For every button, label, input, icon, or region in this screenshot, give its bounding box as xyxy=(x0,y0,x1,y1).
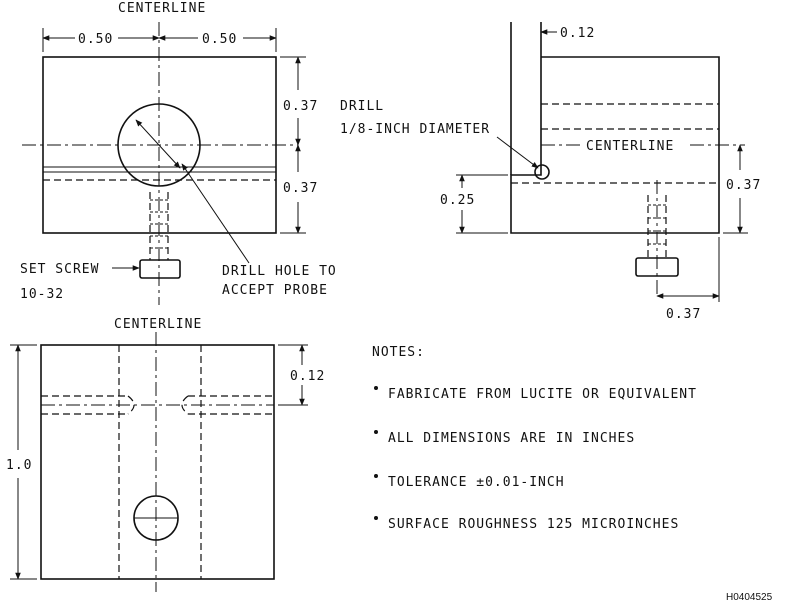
dim-right-half: 0.50 xyxy=(202,32,237,47)
drill-hole-circle xyxy=(534,164,550,180)
dim-side-right-height: 0.37 xyxy=(726,178,761,193)
drill-label-2: 1/8-INCH DIAMETER xyxy=(340,122,490,137)
set-screw-label: SET SCREW xyxy=(20,262,99,277)
note-item: TOLERANCE ±0.01-INCH xyxy=(388,475,565,490)
set-screw-thread-hidden xyxy=(149,192,169,260)
dim-lower-height: 0.37 xyxy=(283,181,318,196)
side-view-body xyxy=(510,56,720,234)
note-item: SURFACE ROUGHNESS 125 MICROINCHES xyxy=(388,517,679,532)
centerline-top-label: CENTERLINE xyxy=(118,1,206,16)
notes-block: NOTES: FABRICATE FROM LUCITE OR EQUIVALE… xyxy=(372,345,697,532)
side-set-screw-thread xyxy=(647,195,667,258)
dim-bottom-offset: 0.12 xyxy=(290,369,325,384)
dim-side-bottom: 0.37 xyxy=(666,307,701,322)
dim-bottom-height: 1.0 xyxy=(6,458,32,473)
drill-hole-leader xyxy=(181,163,250,264)
drawing-id: H0404525 xyxy=(726,592,773,603)
set-screw-size: 10-32 xyxy=(20,287,64,302)
drill-hole-label-1: DRILL HOLE TO xyxy=(222,264,337,279)
drill-hole-label-2: ACCEPT PROBE xyxy=(222,283,328,298)
dim-left-half: 0.50 xyxy=(78,32,113,47)
note-item: FABRICATE FROM LUCITE OR EQUIVALENT xyxy=(388,387,697,402)
notes-heading: NOTES: xyxy=(372,345,425,360)
side-set-screw-head xyxy=(635,257,679,277)
note-item: ALL DIMENSIONS ARE IN INCHES xyxy=(388,431,635,446)
top-view: CENTERLINE 1.0 0.12 xyxy=(6,317,325,592)
probe-bore-hidden xyxy=(41,395,274,415)
dim-side-hole-height: 0.25 xyxy=(440,193,475,208)
dim-side-offset: 0.12 xyxy=(560,26,595,41)
side-view: CENTERLINE 0.12 DRILL 1/8-INCH DIAMETER … xyxy=(340,22,761,322)
probe-hole-circle xyxy=(117,103,201,187)
top-view-body xyxy=(40,344,275,580)
front-view: 0.50 0.50 CENTERLINE 0.37 0.37 SET SCREW… xyxy=(20,1,337,305)
dim-upper-height: 0.37 xyxy=(283,99,318,114)
drill-label-1: DRILL xyxy=(340,99,384,114)
centerline-bottom-label: CENTERLINE xyxy=(114,317,202,332)
centerline-side-label: CENTERLINE xyxy=(586,139,674,154)
set-screw-head xyxy=(139,259,181,279)
